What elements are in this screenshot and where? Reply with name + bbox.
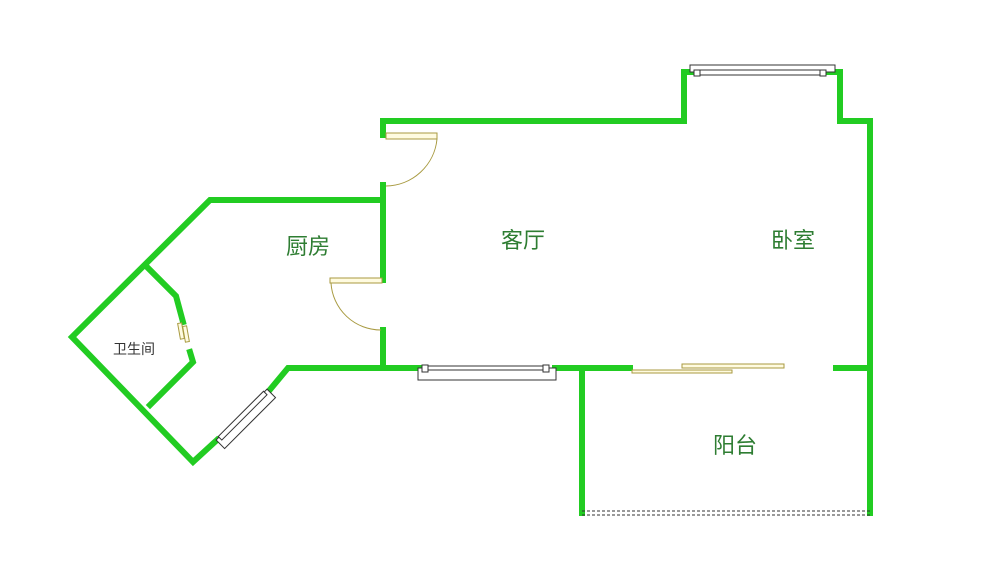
door-bathroom — [177, 322, 190, 343]
wall-living-top — [380, 69, 873, 516]
room-label-bathroom: 卫生间 — [113, 342, 155, 358]
room-label-balcony: 阳台 — [713, 434, 757, 459]
window-kitchen-diagonal — [215, 388, 277, 450]
door-entrance — [385, 132, 438, 187]
room-label-kitchen: 厨房 — [286, 235, 330, 260]
door-kitchen — [329, 277, 383, 331]
window-living-bottom — [417, 364, 557, 381]
room-label-living-room: 客厅 — [501, 229, 545, 254]
room-label-bedroom: 卧室 — [771, 229, 815, 254]
window-bedroom-top — [689, 64, 836, 77]
wall-kitchen-outer — [67, 197, 386, 467]
wall-bathroom-upper — [143, 263, 187, 326]
wall-kitchen-lower — [263, 365, 423, 397]
wall-bathroom-lower — [145, 348, 197, 410]
sliding-door-balcony — [631, 363, 785, 374]
